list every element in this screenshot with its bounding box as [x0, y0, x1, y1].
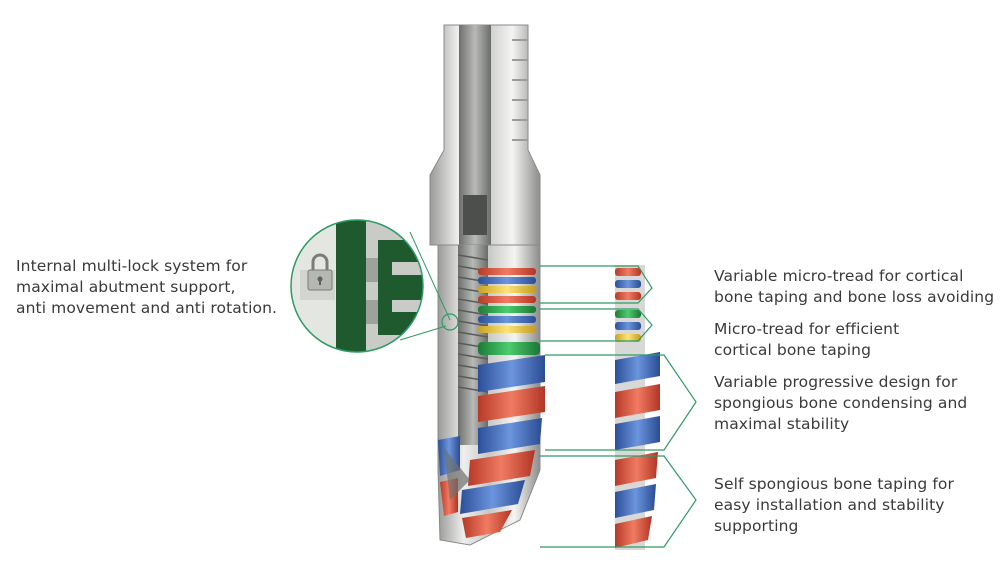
label-self-taping: Self spongious bone taping for easy inst… [714, 475, 954, 535]
callout-lines [540, 265, 697, 548]
label-variable-micro-tread: Variable micro-tread for cortical bone t… [714, 267, 995, 306]
abutment [429, 24, 541, 246]
micro-threads [478, 268, 540, 355]
implant-body [437, 244, 545, 546]
label-progressive-design: Variable progressive design for spongiou… [714, 373, 968, 433]
lock-zoom-callout [290, 219, 459, 353]
macro-threads [438, 355, 545, 538]
padlock-icon [307, 253, 333, 291]
label-multi-lock-system: Internal multi-lock system for maximal a… [16, 257, 278, 317]
label-micro-tread: Micro-tread for efficient cortical bone … [714, 320, 900, 359]
thread-detail-strip [615, 265, 660, 550]
